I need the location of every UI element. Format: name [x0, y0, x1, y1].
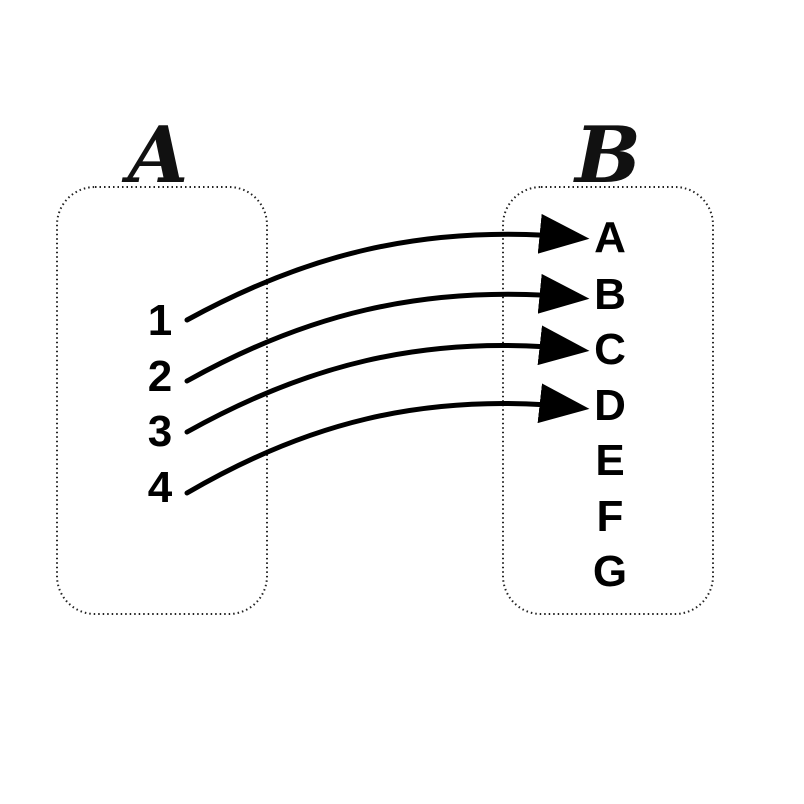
- set-a-element-1: 1: [148, 296, 172, 345]
- arrow-1-to-a: [184, 213, 590, 323]
- set-b-title: B: [573, 110, 641, 201]
- set-b-element-d: D: [594, 381, 626, 430]
- set-a-element-2: 2: [148, 352, 172, 401]
- set-b-element-a: A: [594, 213, 626, 262]
- arrow-2-to-b: [184, 273, 590, 384]
- set-a-element-4: 4: [148, 463, 173, 512]
- set-b-element-c: C: [594, 325, 626, 374]
- set-a-title: A: [121, 110, 189, 201]
- arrow-4-to-d: [184, 383, 590, 496]
- set-b-element-e: E: [595, 436, 624, 485]
- arrow-3-to-c: [184, 325, 590, 435]
- set-b-element-b: B: [594, 270, 626, 319]
- set-a-element-3: 3: [148, 407, 172, 456]
- set-a-box: [56, 186, 268, 615]
- set-b-element-g: G: [593, 547, 627, 596]
- set-b-element-f: F: [597, 492, 624, 541]
- set-b-box: [502, 186, 714, 615]
